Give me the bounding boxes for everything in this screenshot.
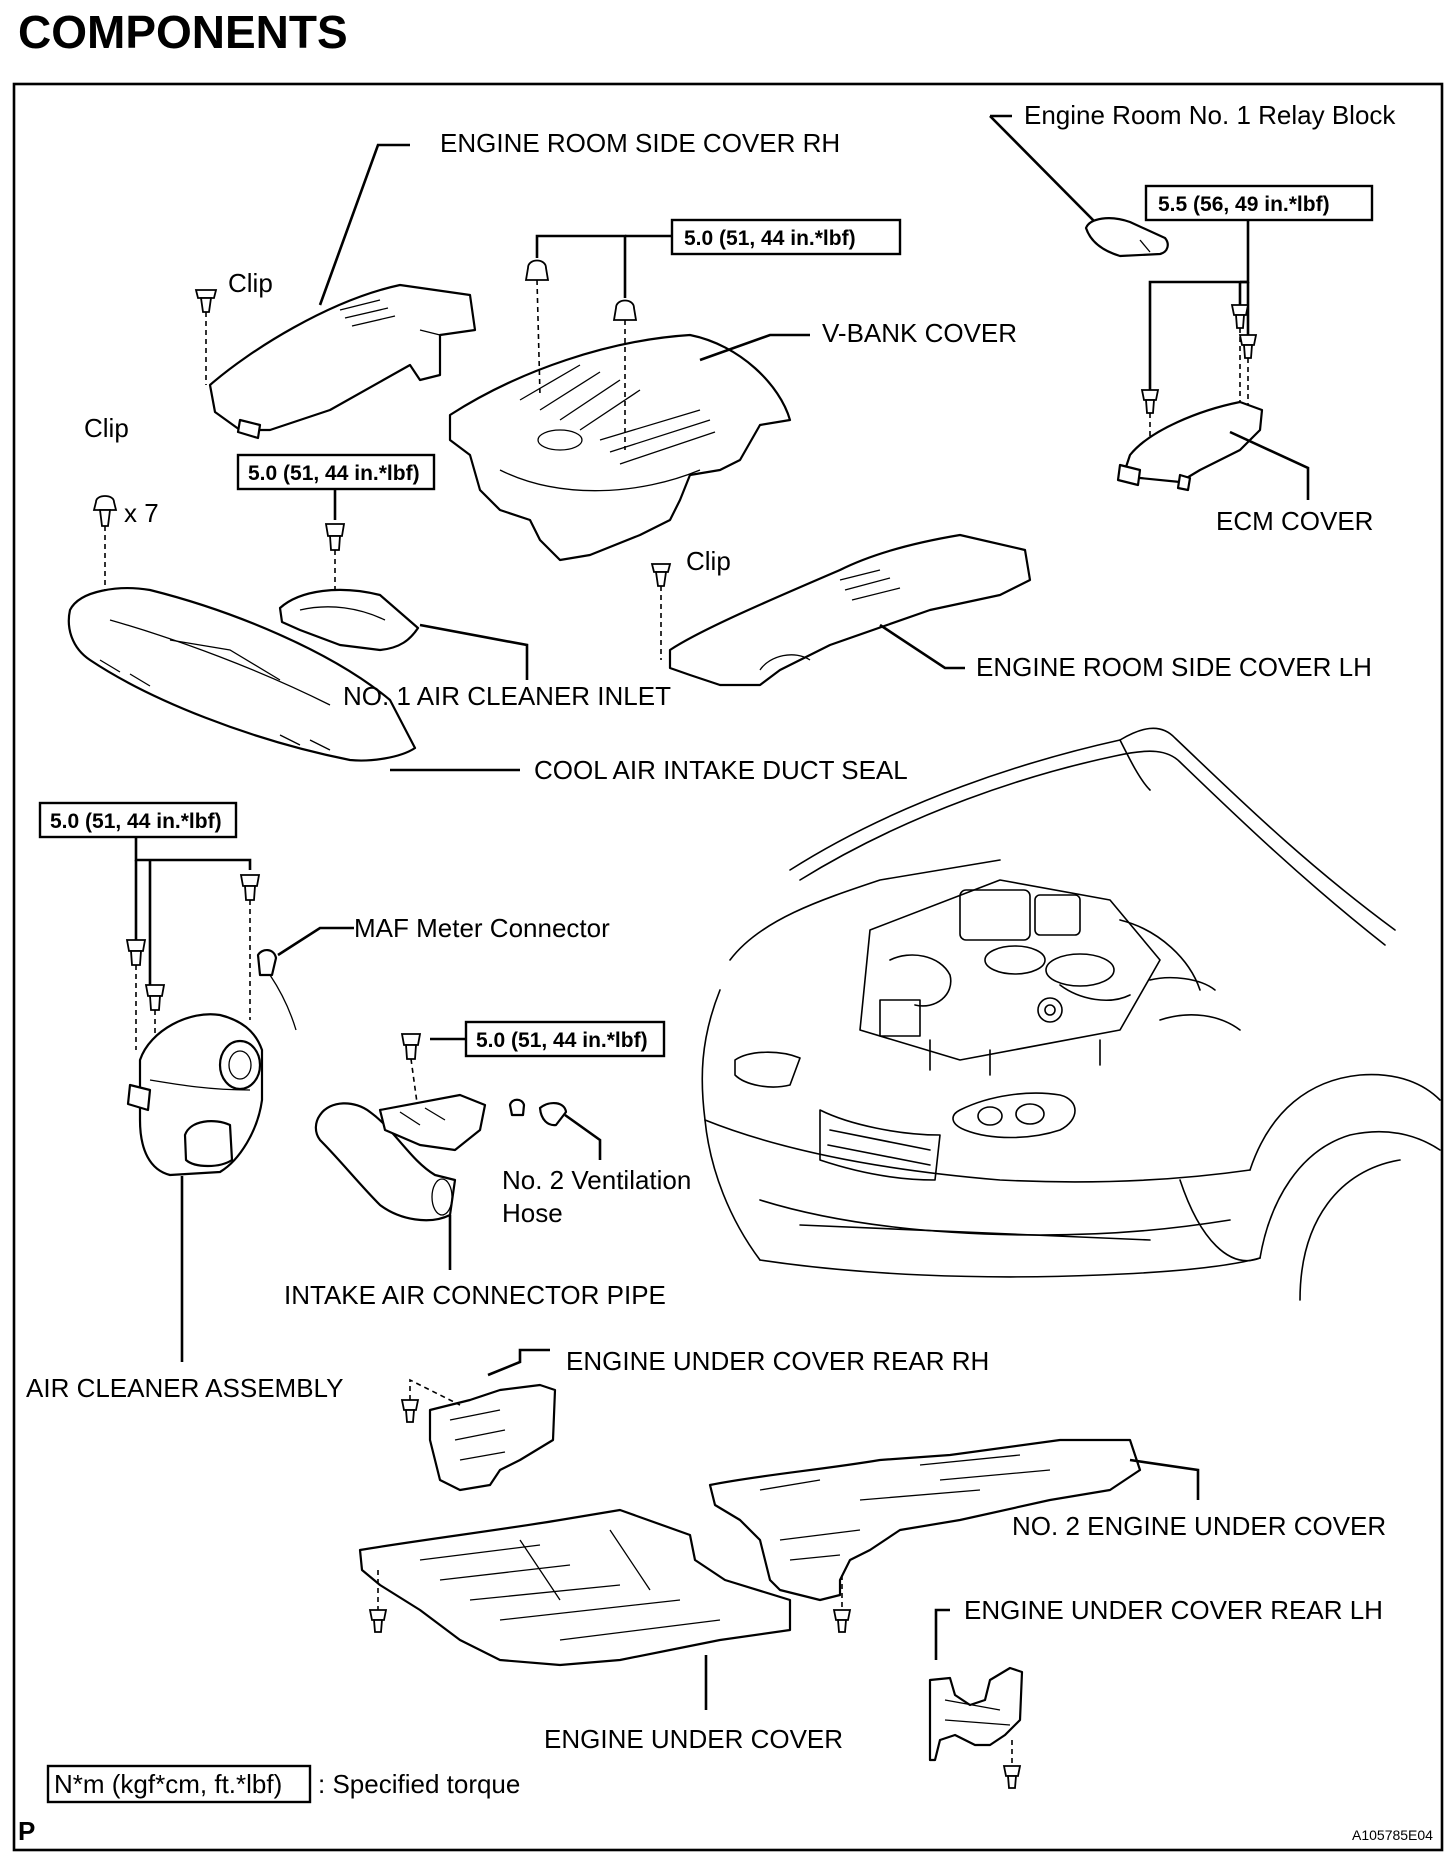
label-clip-count: x 7	[124, 498, 159, 528]
label-relay-block: Engine Room No. 1 Relay Block	[1024, 100, 1396, 130]
label-no1-air-cleaner-inlet: NO. 1 AIR CLEANER INLET	[343, 681, 671, 711]
label-engine-under-cover-rear-rh: ENGINE UNDER COVER REAR RH	[566, 1346, 989, 1376]
corner-mark: P	[18, 1816, 35, 1846]
inlet-bolt-icon	[324, 523, 346, 551]
leader-no2-under-cover	[1129, 1458, 1200, 1500]
vehicle-front-illustration	[701, 727, 1441, 1301]
legend-unit: N*m (kgf*cm, ft.*lbf)	[54, 1769, 282, 1799]
no2-engine-under-cover-part	[708, 1438, 1142, 1602]
leader-side-cover-rh	[318, 143, 410, 306]
rear-rh-bolt-icon	[400, 1399, 420, 1423]
torque-box-air-cleaner-assembly	[38, 801, 238, 839]
clip-x7-icon	[92, 495, 118, 527]
leader-under-cover-rear-lh	[934, 1608, 950, 1660]
label-v-bank-cover: V-BANK COVER	[822, 318, 1017, 348]
label-engine-room-side-cover-rh: ENGINE ROOM SIDE COVER RH	[440, 128, 840, 158]
maf-meter-connector-part	[256, 949, 297, 1031]
leader-relay-block	[989, 115, 1096, 223]
label-engine-under-cover-rear-lh: ENGINE UNDER COVER REAR LH	[964, 1595, 1383, 1625]
label-maf-meter-connector: MAF Meter Connector	[354, 913, 610, 943]
rear-lh-bolt-icon	[1002, 1765, 1022, 1789]
leader-under-cover-rear-rh	[487, 1348, 550, 1377]
leader-v-bank-cover	[699, 333, 810, 362]
engine-under-cover-rear-rh-part	[428, 1383, 557, 1492]
leader-ventilation-hose	[564, 1113, 602, 1160]
label-no2-ventilation-hose-2: Hose	[502, 1198, 563, 1228]
leader-side-cover-lh	[879, 623, 965, 670]
leader-aca-torque	[134, 837, 252, 870]
ecm-bolt-1-icon	[1230, 304, 1250, 329]
diagram-frame	[12, 82, 1444, 1852]
label-clip-3: Clip	[686, 546, 731, 576]
v-bank-cover	[448, 333, 792, 562]
torque-connector-pipe: 5.0 (51, 44 in.*lbf)	[476, 1029, 648, 1052]
label-clip-1: Clip	[228, 268, 273, 298]
torque-relay-block: 5.5 (56, 49 in.*lbf)	[1158, 193, 1330, 216]
leader-relay-torque	[1148, 220, 1250, 390]
aca-bolt-3-icon	[144, 984, 166, 1011]
clip-lh-icon	[650, 563, 672, 587]
label-no2-ventilation-hose-1: No. 2 Ventilation	[502, 1165, 691, 1195]
legend-description: : Specified torque	[318, 1769, 520, 1799]
torque-box-v-bank	[670, 218, 902, 256]
dash-rear-rh	[409, 1378, 461, 1406]
aca-bolt-1-icon	[239, 874, 261, 901]
label-cool-air-intake-duct-seal: COOL AIR INTAKE DUCT SEAL	[534, 755, 908, 785]
engine-under-cover-rear-lh-part	[928, 1666, 1024, 1762]
label-ecm-cover: ECM COVER	[1216, 506, 1373, 536]
dash-v-bank-left	[536, 279, 541, 396]
leader-inlet	[419, 623, 529, 680]
clip-rh-icon	[194, 289, 218, 313]
torque-box-air-cleaner-inlet	[236, 453, 436, 491]
leader-maf	[277, 926, 354, 957]
legend-unit-box	[46, 1764, 312, 1804]
ecm-bolt-3-icon	[1140, 389, 1160, 414]
v-bank-nut-right-icon	[612, 299, 638, 321]
ecm-cover-part	[1116, 400, 1264, 492]
ecm-bolt-2-icon	[1238, 334, 1258, 359]
intake-air-connector-pipe-part	[314, 1093, 487, 1222]
label-intake-air-connector-pipe: INTAKE AIR CONNECTOR PIPE	[284, 1280, 666, 1310]
engine-room-side-cover-rh	[208, 283, 477, 440]
relay-block-part	[1084, 217, 1169, 258]
label-engine-room-side-cover-lh: ENGINE ROOM SIDE COVER LH	[976, 652, 1372, 682]
torque-air-cleaner-assembly: 5.0 (51, 44 in.*lbf)	[50, 810, 222, 833]
engine-under-cover-part	[358, 1508, 792, 1667]
leader-v-bank-torque	[535, 234, 627, 298]
no2-ventilation-hose-part	[508, 1098, 568, 1127]
torque-air-cleaner-inlet: 5.0 (51, 44 in.*lbf)	[248, 462, 420, 485]
under-cover-bolt-icon	[368, 1609, 388, 1633]
torque-v-bank: 5.0 (51, 44 in.*lbf)	[684, 227, 856, 250]
no2-under-cover-bolt-icon	[832, 1609, 852, 1633]
cool-air-intake-duct-seal	[67, 587, 417, 762]
label-no2-engine-under-cover: NO. 2 ENGINE UNDER COVER	[1012, 1511, 1386, 1541]
v-bank-nut-left-icon	[524, 259, 550, 281]
leader-ecm-cover	[1229, 430, 1310, 500]
label-clip-2: Clip	[84, 413, 129, 443]
air-cleaner-assembly-part	[126, 1013, 264, 1177]
aca-bolt-2-icon	[125, 939, 147, 966]
label-engine-under-cover: ENGINE UNDER COVER	[544, 1724, 843, 1754]
label-air-cleaner-assembly: AIR CLEANER ASSEMBLY	[26, 1373, 343, 1403]
page-title: COMPONENTS	[18, 6, 348, 58]
engine-room-side-cover-lh	[668, 533, 1032, 687]
pipe-bolt-icon	[400, 1033, 422, 1060]
torque-box-relay-block	[1144, 184, 1374, 222]
figure-code: A105785E04	[1352, 1827, 1433, 1843]
no1-air-cleaner-inlet-part	[278, 588, 420, 652]
